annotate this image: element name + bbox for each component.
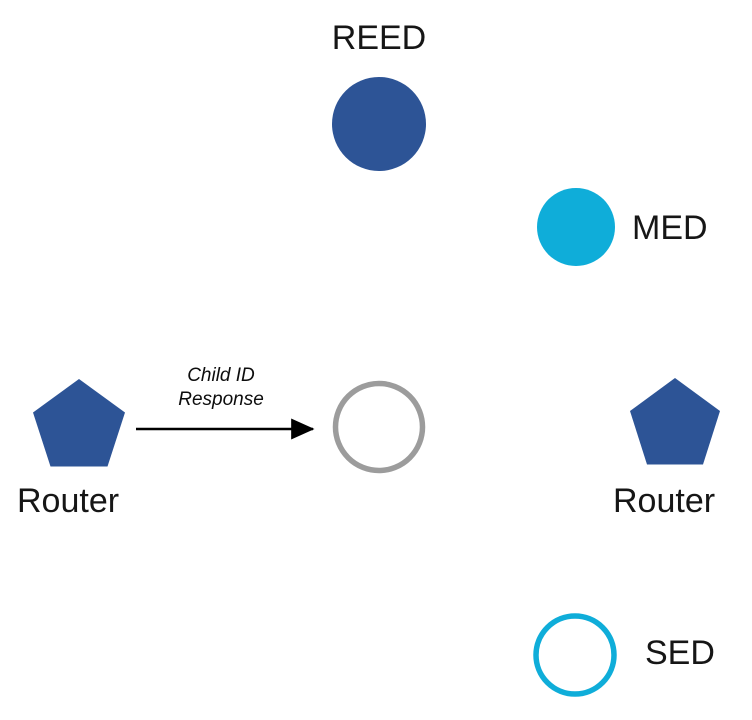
node-label-reed: REED bbox=[331, 19, 427, 57]
reed-circle-icon[interactable] bbox=[332, 77, 426, 171]
node-label-med: MED bbox=[632, 209, 708, 247]
node-label-sed: SED bbox=[645, 634, 715, 672]
med-circle-icon[interactable] bbox=[537, 188, 615, 266]
node-label-router-right: Router bbox=[613, 482, 716, 520]
sed-circle-icon[interactable] bbox=[533, 613, 617, 697]
edge-label-child-id-response: Child ID Response bbox=[178, 365, 264, 411]
joining-device-circle-icon[interactable] bbox=[332, 380, 426, 474]
router-pentagon-icon[interactable] bbox=[630, 378, 720, 465]
router-pentagon-icon[interactable] bbox=[33, 379, 125, 467]
node-label-router-left: Router bbox=[17, 482, 120, 520]
